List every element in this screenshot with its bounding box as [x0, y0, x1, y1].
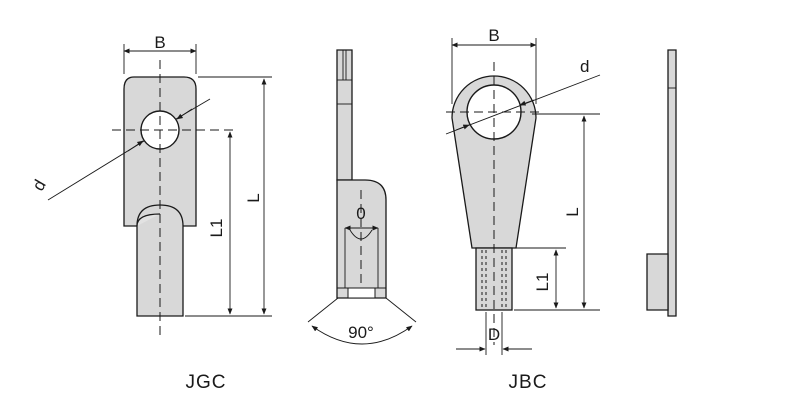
side-angle-label: 90° — [348, 323, 374, 342]
jgc-front-view: B d L L1 — [29, 33, 272, 335]
jbc-side-barrel — [646, 253, 669, 311]
jgc-l1-label: L1 — [207, 219, 226, 238]
jbc-d-label: d — [580, 57, 589, 76]
jgc-caption: JGC — [186, 372, 227, 393]
jgc-d-label: d — [29, 176, 50, 194]
jgc-side-view: 0 90° — [307, 49, 417, 345]
jbc-l-label: L — [563, 207, 582, 216]
jbc-caption: JBC — [509, 372, 548, 393]
jbc-side-view — [646, 49, 677, 317]
jgc-l-label: L — [244, 193, 263, 202]
side-tongue — [336, 49, 353, 181]
jgc-b-label: B — [154, 33, 165, 52]
jbc-side-blade — [667, 49, 677, 317]
jbc-b-label: B — [488, 26, 499, 45]
jbc-bigd-label: D — [488, 325, 500, 344]
jbc-front-view: B d L L1 D — [445, 26, 601, 355]
jgc-barrel-edge — [136, 213, 161, 227]
jbc-l1-label: L1 — [533, 273, 552, 292]
side-angle-arc — [311, 325, 413, 345]
side-o-label: 0 — [356, 204, 365, 223]
